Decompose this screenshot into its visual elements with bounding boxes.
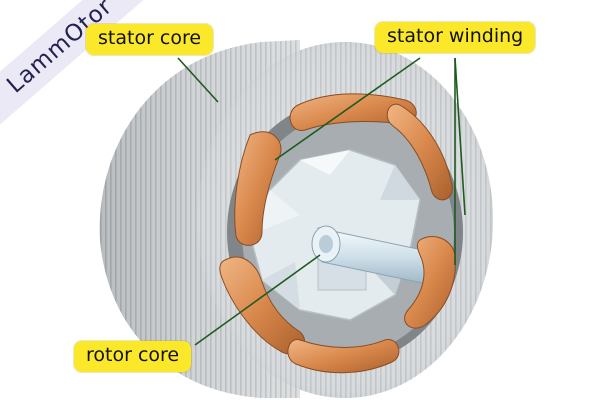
leader-lines bbox=[177, 57, 466, 346]
stator-core-label: stator core bbox=[86, 24, 214, 55]
leader-stator-core bbox=[177, 57, 219, 103]
stator-winding-label: stator winding bbox=[375, 22, 536, 53]
leader-stator-winding-1 bbox=[274, 57, 421, 161]
stator-windings bbox=[219, 93, 456, 374]
leader-stator-winding-2 bbox=[454, 57, 466, 216]
rotor-core-label: rotor core bbox=[74, 341, 192, 372]
leader-rotor-core bbox=[194, 254, 321, 346]
